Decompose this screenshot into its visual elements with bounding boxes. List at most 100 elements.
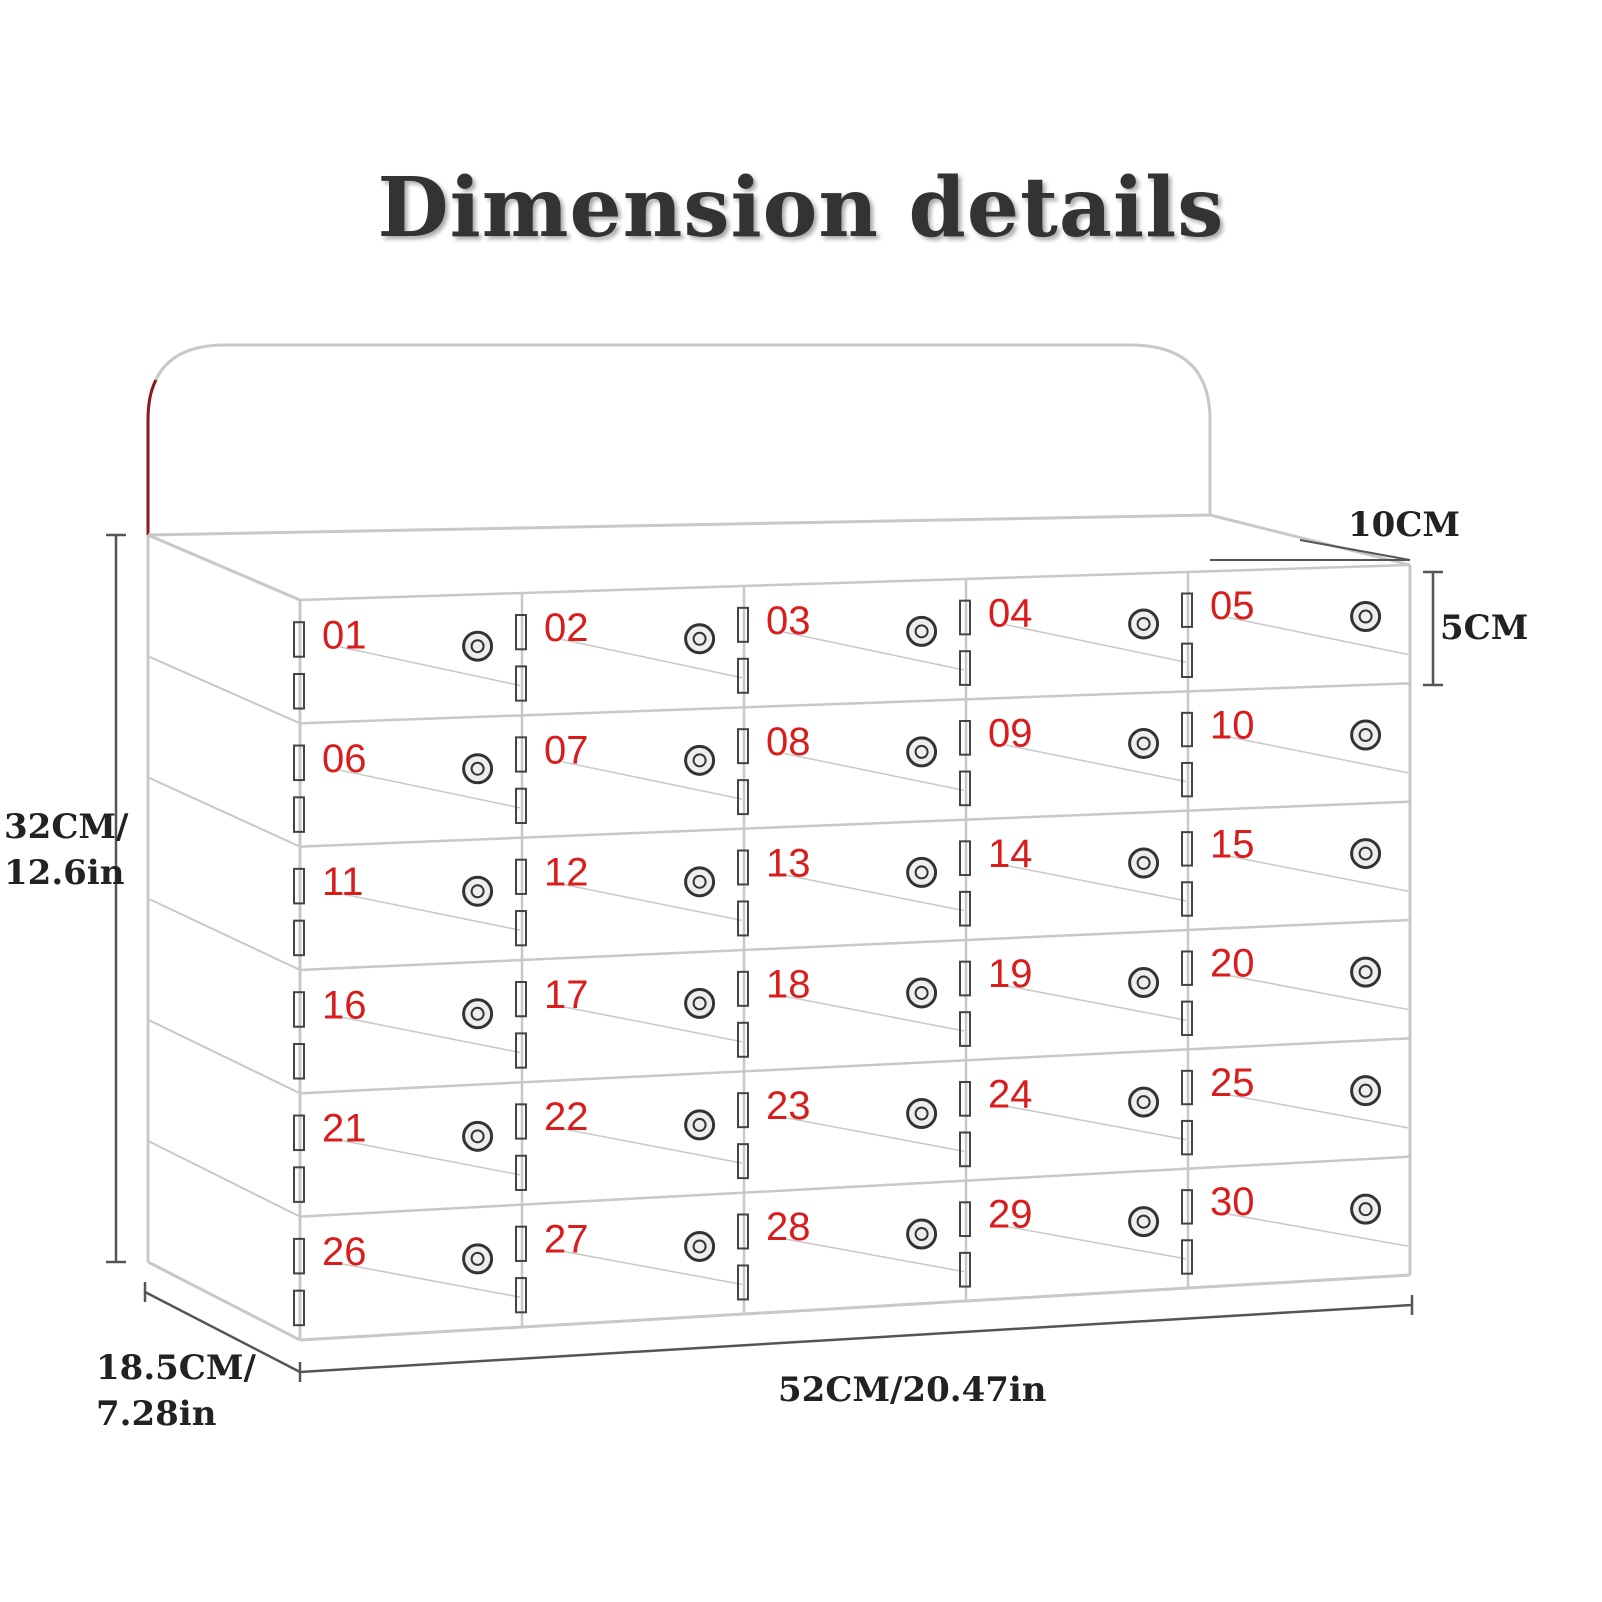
top-left-slant (147, 533, 301, 602)
hinge-icon (515, 1103, 527, 1140)
hinge-icon (515, 858, 527, 895)
lock-icon (684, 1230, 716, 1262)
lock-icon (1350, 956, 1382, 988)
lock-icon (684, 744, 716, 776)
compartment-number: 26 (322, 1230, 367, 1274)
hinge-icon (1181, 1069, 1193, 1106)
depth-label-line2: 7.28in (96, 1394, 217, 1434)
hinge-icon (293, 621, 305, 658)
back-panel-edge (146, 379, 158, 535)
lock-icon (1128, 727, 1160, 759)
hinge-icon (1181, 1000, 1193, 1037)
lock-icon (684, 1109, 716, 1141)
hinge-icon (737, 1143, 749, 1180)
hinge-icon (959, 1201, 971, 1238)
hinge-icon (515, 1154, 527, 1191)
lock-icon (1128, 847, 1160, 879)
shelf-side-edge (147, 1018, 301, 1095)
compartment-number: 28 (766, 1205, 811, 1249)
compartment-inner-edge (1227, 616, 1409, 656)
hinge-icon (737, 970, 749, 1007)
hinge-icon (737, 728, 749, 765)
lock-keyhole-icon (914, 985, 929, 1000)
compartment-inner-edge (1227, 735, 1409, 774)
compartment-inner-edge (783, 631, 965, 671)
hinge-icon (1181, 950, 1193, 986)
hinge-icon (959, 1011, 971, 1047)
bottom-left-edge (147, 1260, 301, 1342)
compartment-inner-edge (561, 883, 743, 922)
compartment-inner-edge (1005, 744, 1187, 783)
hinge-icon (737, 779, 749, 816)
lock-icon (1350, 838, 1382, 870)
compartment-number: 24 (988, 1072, 1033, 1116)
compartment-number: 11 (322, 860, 364, 904)
height-label: 32CM/ 12.6in (4, 804, 128, 896)
row-divider (299, 1037, 1411, 1095)
lock-icon (684, 987, 716, 1019)
compartment-number: 02 (544, 606, 589, 650)
lock-keyhole-icon (1358, 1083, 1373, 1098)
compartment-number: 07 (544, 728, 589, 772)
lock-icon (462, 630, 494, 662)
hinge-icon (959, 770, 971, 807)
compartment-inner-edge (1005, 623, 1187, 663)
compartment-number: 13 (766, 841, 811, 885)
lock-keyhole-icon (470, 1006, 485, 1021)
hinge-icon (293, 796, 305, 833)
dimension-lines (106, 533, 1443, 1382)
hinge-icon (515, 910, 527, 947)
hinge-icon (737, 849, 749, 886)
compartment-inner-edge (1005, 984, 1187, 1021)
compartment-number: 01 (322, 614, 367, 658)
lock-keyhole-icon (914, 624, 929, 639)
hinge-icon (1181, 831, 1193, 867)
hinge-icon (737, 1264, 749, 1301)
compartment-inner-edge (561, 1250, 743, 1286)
hinge-icon (737, 606, 749, 643)
lock-keyhole-icon (470, 884, 485, 899)
hinge-icon (959, 890, 971, 927)
hinge-icon (959, 1080, 971, 1117)
lock-keyhole-icon (1358, 1202, 1373, 1217)
lock-icon (462, 753, 494, 785)
compartment-number: 17 (544, 973, 589, 1017)
compartment-number: 14 (988, 832, 1033, 876)
hinge-icon (737, 1213, 749, 1250)
lock-keyhole-icon (470, 639, 485, 654)
row-divider (299, 1155, 1411, 1218)
hinge-icon (1181, 1189, 1193, 1225)
compartment-number: 29 (988, 1193, 1033, 1237)
lock-keyhole-icon (1136, 1095, 1151, 1110)
lock-keyhole-icon (470, 1251, 485, 1266)
compartment-number: 06 (322, 737, 367, 781)
lock-keyhole-icon (914, 1227, 929, 1242)
compartment-number: 16 (322, 983, 367, 1027)
compartment-inner-edge (1005, 864, 1187, 902)
lock-icon (462, 875, 494, 907)
hinge-icon (1181, 711, 1193, 748)
shelf-side-edge (147, 776, 301, 848)
hinge-icon (293, 919, 305, 957)
height-label-line2: 12.6in (4, 853, 125, 893)
hinge-icon (515, 665, 527, 702)
compartment-inner-edge (339, 1016, 521, 1054)
lock-keyhole-icon (1358, 609, 1373, 624)
lock-icon (462, 1243, 494, 1275)
row-divider (299, 800, 1411, 848)
hinge-icon (959, 1131, 971, 1168)
compartment-number: 20 (1210, 942, 1255, 986)
lock-keyhole-icon (692, 753, 707, 768)
compartment-number: 04 (988, 591, 1033, 635)
hinge-icon (959, 599, 971, 636)
compartment-inner-edge (1227, 855, 1409, 892)
hinge-icon (1181, 1239, 1193, 1275)
hinge-icon (293, 991, 305, 1028)
hinge-icon (293, 673, 305, 710)
compartment-inner-edge (783, 1116, 965, 1153)
hinge-icon (293, 1289, 305, 1327)
lock-keyhole-icon (1136, 975, 1151, 990)
hinge-icon (293, 1114, 305, 1152)
compartment-inner-edge (1005, 1225, 1187, 1260)
